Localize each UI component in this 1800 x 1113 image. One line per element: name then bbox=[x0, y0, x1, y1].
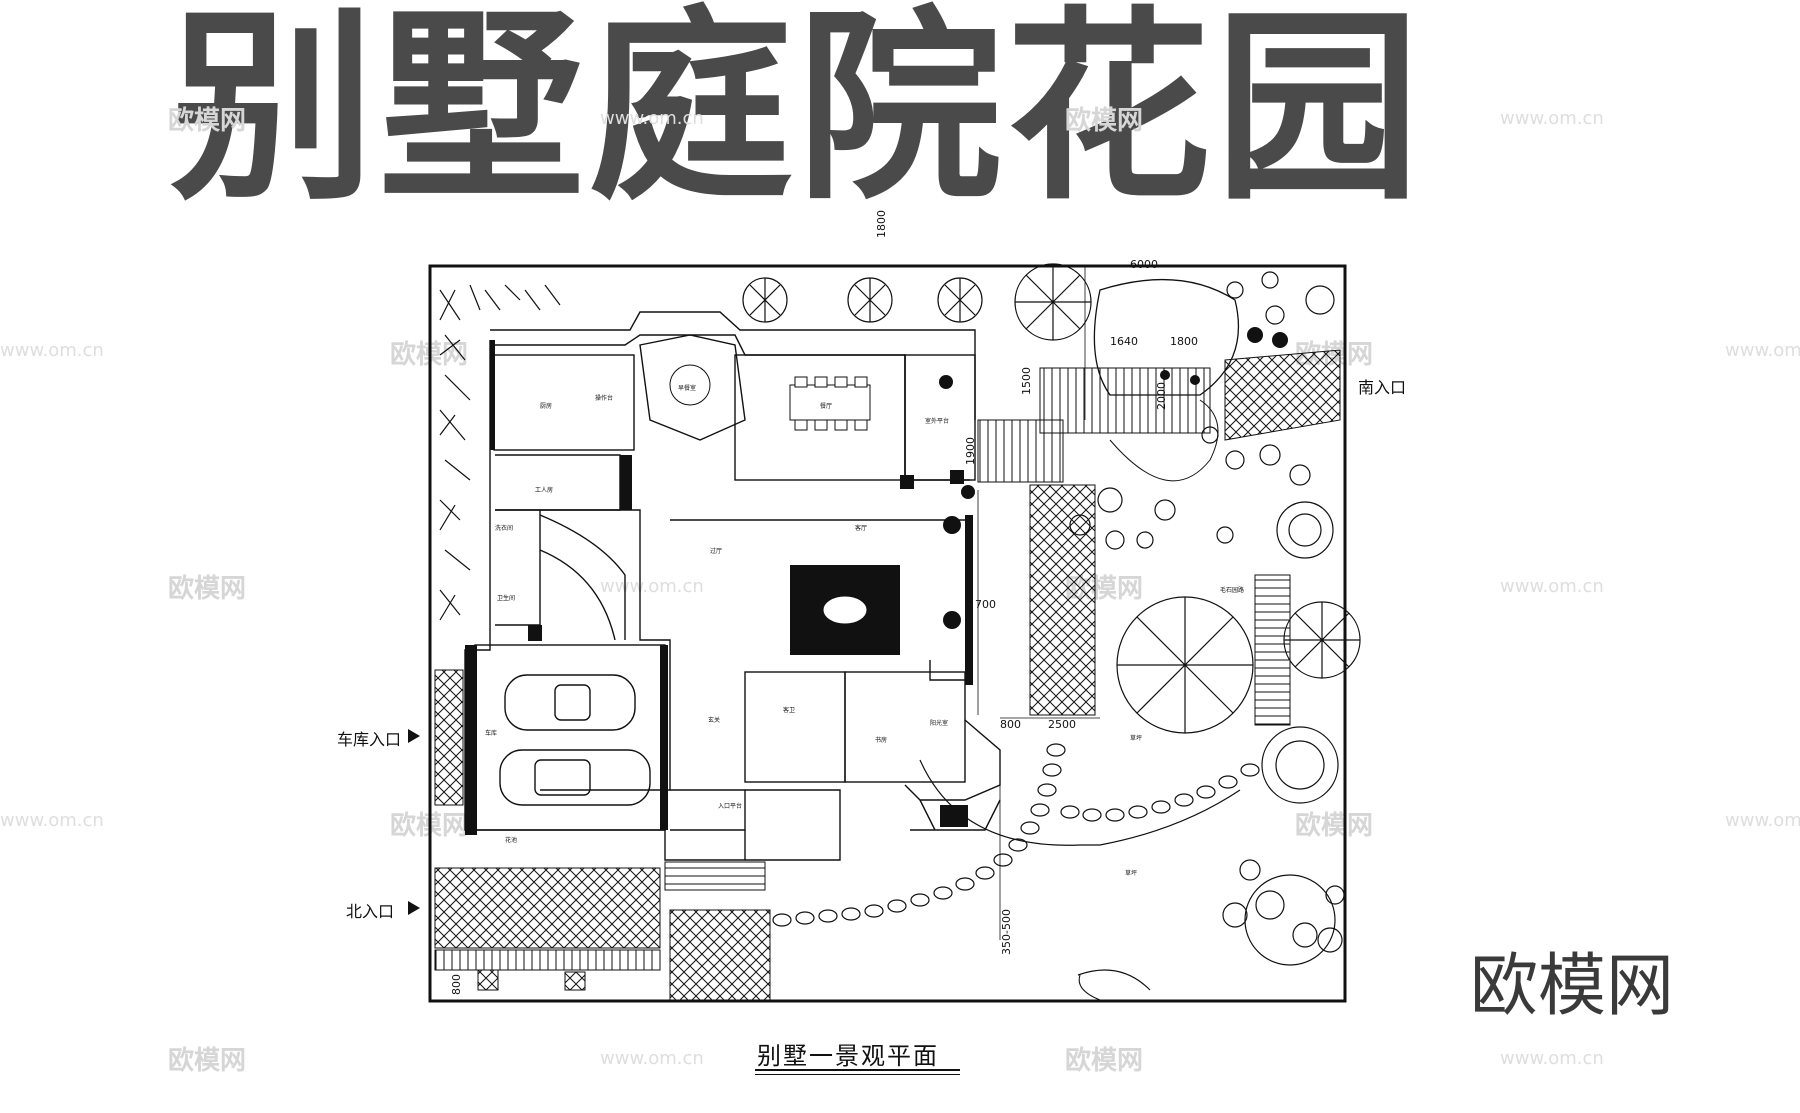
room-foyer: 玄关 bbox=[708, 716, 720, 724]
dim-1800: 1800 bbox=[875, 210, 888, 238]
paving-entrance bbox=[669, 909, 771, 1001]
dim-1640: 1640 bbox=[1110, 335, 1138, 348]
thick-walls bbox=[465, 340, 973, 835]
room-ops: 操作台 bbox=[595, 394, 613, 402]
lawn-1: 草坪 bbox=[1130, 734, 1142, 742]
north-entry-arrow bbox=[408, 901, 420, 915]
stepping-stones bbox=[772, 743, 1260, 991]
round-pergola bbox=[1014, 263, 1361, 734]
room-bath: 卫生间 bbox=[497, 594, 515, 602]
room-wash: 洗衣间 bbox=[495, 524, 513, 532]
potted-plants bbox=[939, 375, 975, 629]
house-walls bbox=[464, 311, 1001, 861]
dim-2000: 2000 bbox=[1155, 382, 1168, 410]
site-boundary bbox=[428, 264, 1347, 1003]
paving-south-entry bbox=[1224, 349, 1341, 441]
watermark: 欧模网 bbox=[168, 106, 247, 136]
dimension-lines bbox=[977, 266, 1100, 940]
wood-deck-2 bbox=[977, 419, 1064, 483]
room-breakfast: 早餐室 bbox=[678, 384, 696, 392]
shrubs-dark bbox=[1160, 327, 1288, 385]
room-living: 客厅 bbox=[855, 524, 867, 532]
room-kitchen: 厨房 bbox=[540, 402, 552, 410]
watermark-url: www.om.cn bbox=[600, 1048, 704, 1069]
page-title: 别墅庭院花园 bbox=[170, 0, 1424, 228]
dim-700: 700 bbox=[975, 598, 996, 611]
watermark: 欧模网 bbox=[168, 574, 247, 604]
caption-underline bbox=[755, 1074, 960, 1075]
room-platform: 入口平台 bbox=[718, 802, 742, 810]
paving-pool bbox=[1029, 484, 1096, 716]
lawn-2: 草坪 bbox=[1125, 869, 1137, 877]
room-servant: 工人房 bbox=[535, 486, 553, 494]
plan-caption: 别墅一景观平面 bbox=[757, 1042, 939, 1070]
watermark: 欧模网 bbox=[1295, 811, 1374, 841]
watermark: 欧模网 bbox=[1065, 1046, 1144, 1076]
room-outdoor: 室外平台 bbox=[925, 417, 949, 425]
dim-2500: 2500 bbox=[1048, 718, 1076, 731]
watermark-url: www.om.cn bbox=[600, 108, 704, 129]
north-entrance-label: 北入口 bbox=[346, 902, 395, 921]
garage-entry-arrow bbox=[408, 729, 420, 743]
watermark: 欧模网 bbox=[1065, 106, 1144, 136]
watermark-url: www.om.cn bbox=[1725, 810, 1800, 831]
pond bbox=[1093, 278, 1239, 396]
dim-800b: 800 bbox=[450, 974, 463, 995]
watermark-url: www.om.cn bbox=[1725, 340, 1800, 361]
wood-deck bbox=[1039, 367, 1211, 434]
trees bbox=[742, 271, 1345, 966]
watermark: 欧模网 bbox=[168, 1046, 247, 1076]
dim-6000: 6000 bbox=[1130, 258, 1158, 271]
flower-bed: 花池 bbox=[505, 836, 517, 844]
room-sunroom: 阳光室 bbox=[930, 719, 948, 727]
brand-logo-text: 欧模网 bbox=[1470, 947, 1675, 1026]
garage-entrance-label: 车库入口 bbox=[337, 730, 402, 749]
dim-1900: 1900 bbox=[964, 437, 977, 465]
garden-steps bbox=[1254, 574, 1291, 726]
dining-chairs bbox=[669, 364, 871, 431]
watermark-url: www.om.cn bbox=[0, 810, 104, 831]
stone-path: 毛石园路 bbox=[1220, 586, 1244, 594]
dim-1500: 1500 bbox=[1020, 367, 1033, 395]
room-dining: 餐厅 bbox=[820, 402, 832, 410]
dim-350-500: 350-500 bbox=[1000, 909, 1013, 955]
paving-north bbox=[434, 867, 661, 949]
room-garage: 车库 bbox=[485, 729, 497, 737]
watermark-url: www.om.cn bbox=[600, 576, 704, 597]
cars bbox=[499, 674, 651, 806]
room-hall: 过厅 bbox=[710, 547, 722, 555]
dim-800a: 800 bbox=[1000, 718, 1021, 731]
room-guestbath: 客卫 bbox=[783, 706, 795, 714]
watermark-url: www.om.cn bbox=[0, 340, 104, 361]
room-study: 书房 bbox=[875, 736, 887, 744]
caption-underline bbox=[755, 1069, 960, 1071]
watermark-url: www.om.cn bbox=[1500, 576, 1604, 597]
paving-garage-entry bbox=[434, 669, 464, 806]
bamboo bbox=[439, 284, 561, 621]
dim-1800b: 1800 bbox=[1170, 335, 1198, 348]
watermark-url: www.om.cn bbox=[1500, 1048, 1604, 1069]
watermark-url: www.om.cn bbox=[1500, 108, 1604, 129]
south-entrance-label: 南入口 bbox=[1358, 378, 1407, 397]
